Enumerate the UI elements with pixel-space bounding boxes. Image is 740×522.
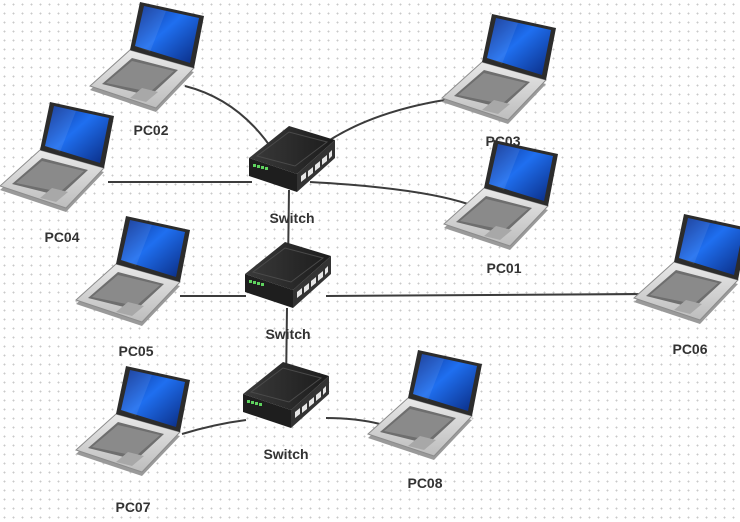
laptop-node-pc03[interactable]: PC03 bbox=[441, 13, 557, 149]
switch-label: Switch bbox=[269, 210, 314, 226]
network-links bbox=[108, 85, 647, 435]
link-pc08-sw3 bbox=[325, 417, 381, 425]
network-switch-icon bbox=[244, 241, 332, 309]
laptop-icon bbox=[89, 1, 205, 113]
switch-label: Switch bbox=[265, 326, 310, 342]
switch-node-sw2[interactable]: Switch bbox=[244, 241, 332, 342]
link-pc01-sw1 bbox=[309, 181, 469, 205]
laptop-icon bbox=[367, 349, 483, 461]
pc-label: PC07 bbox=[115, 499, 150, 515]
switch-node-sw1[interactable]: Switch bbox=[248, 125, 336, 226]
laptop-icon bbox=[443, 139, 559, 251]
pc-label: PC02 bbox=[133, 122, 168, 138]
link-pc02-sw1 bbox=[184, 85, 275, 153]
switch-node-sw3[interactable]: Switch bbox=[242, 361, 330, 462]
laptop-node-pc02[interactable]: PC02 bbox=[89, 1, 205, 138]
network-switch-icon bbox=[242, 361, 330, 429]
pc-label: PC01 bbox=[486, 260, 521, 276]
laptop-icon bbox=[75, 215, 191, 327]
laptop-node-pc04[interactable]: PC04 bbox=[0, 101, 115, 245]
laptop-node-pc08[interactable]: PC08 bbox=[367, 349, 483, 491]
laptop-node-pc07[interactable]: PC07 bbox=[75, 365, 191, 515]
link-pc03-sw1 bbox=[317, 97, 459, 149]
switch-label: Switch bbox=[263, 446, 308, 462]
laptop-node-pc05[interactable]: PC05 bbox=[75, 215, 191, 359]
laptop-icon bbox=[633, 213, 740, 325]
link-pc07-sw3 bbox=[181, 419, 247, 435]
pc-label: PC06 bbox=[672, 341, 707, 357]
laptop-icon bbox=[0, 101, 115, 213]
laptop-node-pc01[interactable]: PC01 bbox=[443, 139, 559, 276]
link-pc06-sw2 bbox=[325, 293, 647, 297]
laptop-icon bbox=[441, 13, 557, 125]
pc-label: PC04 bbox=[44, 229, 79, 245]
pc-label: PC05 bbox=[118, 343, 153, 359]
laptop-node-pc06[interactable]: PC06 bbox=[633, 213, 740, 357]
laptop-icon bbox=[75, 365, 191, 477]
pc-label: PC08 bbox=[407, 475, 442, 491]
